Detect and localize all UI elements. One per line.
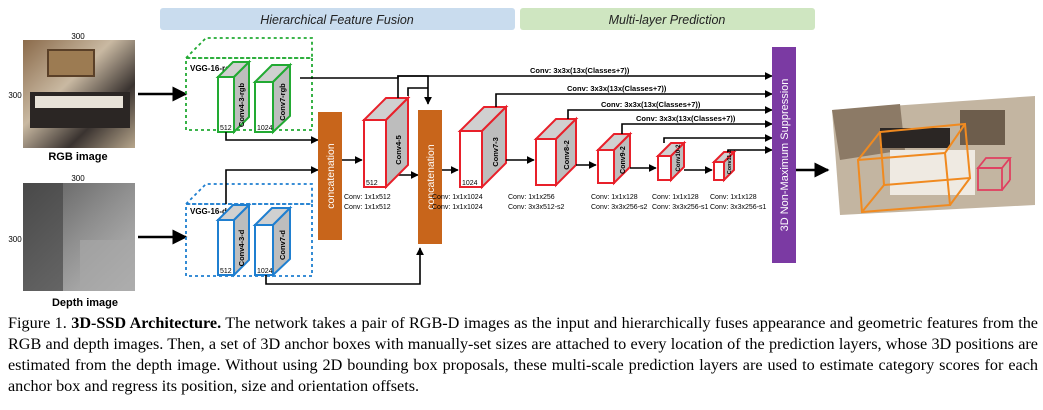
prediction-arrows [397,72,773,154]
conv7-3-block: Conv7-3 1024 Conv: 1x1x1024 Conv: 1x1x10… [432,104,509,211]
conv11-2-op-1: Conv: 1x1x128 [710,194,757,201]
conv7-3-op-2: Conv: 1x1x1024 [432,204,483,211]
conv9-2-label: Conv9-2 [620,146,627,174]
conv8-2-op-1: Conv: 1x1x256 [508,194,555,201]
conv11-2-block: Conv11-2 Conv: 1x1x128 Conv: 3x3x256-s1 [710,149,767,211]
conv7-d-channels: 1024 [257,268,273,275]
conv4-3-rgb-label: Conv4-3-rgb [237,82,246,127]
nms-label: 3D Non-Maximum Suppression [779,79,791,232]
concat-block-1: concatenation [318,112,342,240]
conv10-2-op-1: Conv: 1x1x128 [652,194,699,201]
conv11-2-op-2: Conv: 3x3x256-s1 [710,204,767,211]
pred-label-1: Conv: 3x3x(13x(Classes+7)) [530,66,630,75]
conv8-2-label: Conv8-2 [562,140,571,170]
conv4-3-d-label: Conv4-3-d [237,229,246,266]
concat-label-1: concatenation [325,143,337,209]
caption-body: The network takes a pair of RGB-D images… [8,314,1038,395]
conv7-d-block: Conv7-d 1024 [252,205,293,278]
rgb-image-label: RGB image [48,151,107,163]
conv7-rgb-channels: 1024 [257,125,273,132]
depth-height-label: 300 [8,235,22,244]
conv10-2-op-2: Conv: 3x3x256-s1 [652,204,709,211]
conv4-5-label: Conv4-5 [394,135,403,165]
vgg-depth-group: VGG-16-d Conv4-3-d 512 Conv7-d 1024 [183,183,313,278]
fusion-banner: Hierarchical Feature Fusion [160,8,515,30]
conv7-3-op-1: Conv: 1x1x1024 [432,194,483,201]
conv11-2-label: Conv11-2 [727,150,733,174]
rgb-input: 300 300 RGB image [8,32,135,163]
conv9-2-block: Conv9-2 Conv: 1x1x128 Conv: 3x3x256-s2 [591,131,648,211]
figure-caption: Figure 1. 3D-SSD Architecture. The netwo… [8,313,1038,397]
conv7-rgb-label: Conv7-rgb [278,83,287,121]
vgg-rgb-group: VGG-16-rgb Conv4-3-rgb 512 Conv7-rgb 102… [183,37,313,135]
prediction-banner-label: Multi-layer Prediction [609,13,726,27]
vgg-rgb-title: VGG-16-rgb [190,64,235,73]
conv9-2-op-1: Conv: 1x1x128 [591,194,638,201]
conv4-3-rgb-block: Conv4-3-rgb 512 [215,59,252,135]
conv4-3-rgb-channels: 512 [220,125,232,132]
conv4-3-d-channels: 512 [220,268,232,275]
conv8-2-op-2: Conv: 3x3x512-s2 [508,204,565,211]
prediction-labels: Conv: 3x3x(13x(Classes+7)) Conv: 3x3x(13… [530,66,736,123]
conv7-d-label: Conv7-d [278,230,287,260]
depth-input: 300 300 Depth image [8,174,135,309]
pred-label-4: Conv: 3x3x(13x(Classes+7)) [636,114,736,123]
conv4-5-channels: 512 [366,180,378,187]
rgb-width-label: 300 [71,32,85,41]
conv7-rgb-block: Conv7-rgb 1024 [252,62,293,135]
conv9-2-op-2: Conv: 3x3x256-s2 [591,204,648,211]
conv7-3-label: Conv7-3 [491,137,500,167]
architecture-diagram: Hierarchical Feature Fusion Multi-layer … [8,8,1035,309]
output-scene [832,96,1035,215]
chain-arrows [506,156,713,174]
conv4-5-op-2: Conv: 1x1x512 [344,204,391,211]
vgg-depth-title: VGG-16-d [190,207,227,216]
detection-box-red [976,157,1012,191]
pred-label-2: Conv: 3x3x(13x(Classes+7)) [567,84,667,93]
conv8-2-block: Conv8-2 Conv: 1x1x256 Conv: 3x3x512-s2 [508,116,579,211]
fusion-banner-label: Hierarchical Feature Fusion [260,13,414,27]
conv10-2-label: Conv10-2 [676,144,682,172]
concat-block-2: concatenation [418,110,442,244]
prediction-banner: Multi-layer Prediction [520,8,815,30]
conv4-5-op-1: Conv: 1x1x512 [344,194,391,201]
conv4-5-block: Conv4-5 512 Conv: 1x1x512 Conv: 1x1x512 [344,95,411,211]
conv4-3-d-block: Conv4-3-d 512 [215,202,252,278]
detection-box-orange [856,122,972,214]
nms-block: 3D Non-Maximum Suppression [772,47,796,263]
rgb-height-label: 300 [8,91,22,100]
conv7-3-channels: 1024 [462,180,478,187]
depth-image-label: Depth image [52,297,118,309]
concat-label-2: concatenation [425,144,437,210]
caption-title: 3D-SSD Architecture. [71,314,222,332]
depth-width-label: 300 [71,174,85,183]
caption-prefix: Figure 1. [8,314,72,332]
pred-label-3: Conv: 3x3x(13x(Classes+7)) [601,100,701,109]
conv10-2-block: Conv10-2 Conv: 1x1x128 Conv: 3x3x256-s1 [652,140,709,211]
